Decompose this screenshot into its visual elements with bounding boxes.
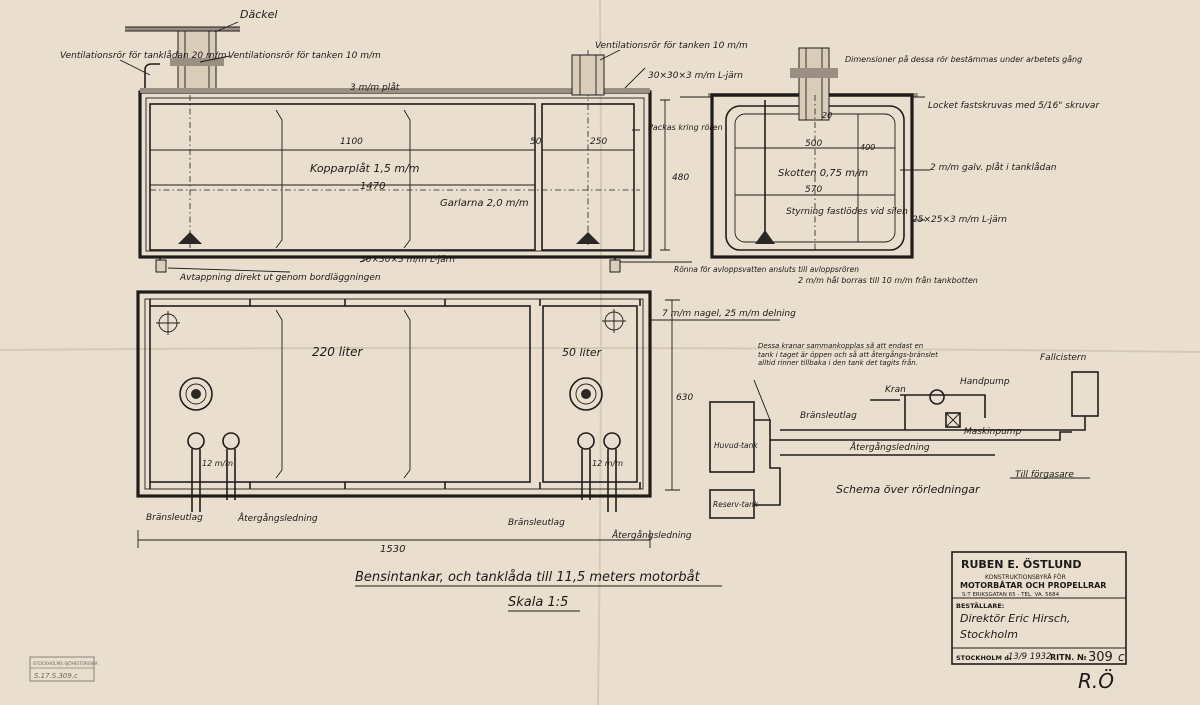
tb-address: S:T ERIKSGATAN 65 - TEL. VA. 5684 (962, 592, 1060, 598)
title-block: RUBEN E. ÖSTLUND KONSTRUKTIONSBYRÅ FÖR M… (951, 551, 1127, 693)
label-galv: 2 m/m galv. plåt i tanklådan (930, 162, 1057, 173)
label-styrning: Styrning fastlödes vid silen (786, 207, 908, 217)
tb-date: 13/9 1932 (1008, 652, 1051, 662)
dim-400: 400 (860, 143, 875, 152)
label-hal: 2 m/m hål borras till 10 m/m från tankbo… (798, 275, 978, 285)
dim-1470: 1470 (360, 181, 385, 192)
label-ljarn-side: 25×25×3 m/m L-järn (912, 215, 1007, 225)
label-reservtank: Reserv-tank (713, 500, 759, 509)
tb-number: 309 (1088, 650, 1113, 665)
label-12mm-right: 12 m/m (592, 459, 623, 468)
tb-firm: RUBEN E. ÖSTLUND (961, 557, 1082, 571)
schema-note-box: Dessa kranar sammankopplas så att endast… (758, 342, 938, 367)
schema-note: Dessa kranar sammankopplas så att endast… (758, 342, 938, 367)
label-deckel: Däckel (240, 8, 277, 21)
side-view (119, 21, 692, 273)
dim-630: 630 (676, 393, 693, 403)
tb-client1: Direktör Eric Hirsch, (960, 612, 1070, 625)
dim-1100: 1100 (340, 137, 363, 147)
label-skotten: Skotten 0,75 m/m (778, 168, 868, 179)
dim-1530: 1530 (380, 544, 405, 555)
label-vent-tank-right: Ventilationsrör för tanken 10 m/m (595, 41, 748, 51)
dim-50: 50 (530, 137, 542, 147)
label-fallcistern: Fallcistern (1040, 353, 1087, 363)
label-avtappning: Avtappning direkt ut genom bordläggninge… (179, 273, 381, 283)
plan-view (136, 290, 780, 548)
dim-20: 20 (822, 111, 832, 120)
tb-bestallare-label: BESTÄLLARE: (956, 601, 1004, 610)
stamp-line1: STOCKHOLMS SJÖHISTORISKA (33, 660, 98, 667)
label-main-title: Bensintankar, och tanklåda till 11,5 met… (355, 570, 701, 585)
label-garlarna: Garlarna 2,0 m/m (440, 198, 529, 209)
label-50-liter: 50 liter (562, 346, 603, 359)
dim-500: 500 (805, 139, 822, 149)
label-vent-lada: Ventilationsrör för tanklådan 20 m/m (60, 50, 227, 61)
label-locket: Locket fastskruvas med 5/16" skruvar (928, 101, 1100, 111)
end-view (680, 47, 930, 259)
label-dimensioner: Dimensioner på dessa rör bestämmas under… (845, 54, 1082, 64)
tb-suffix: c (1118, 650, 1125, 664)
label-atergang-schema: Återgångsledning (849, 441, 930, 453)
label-atergang-right: Återgångsledning (611, 529, 692, 541)
label-schema-title: Schema över rörledningar (836, 483, 981, 496)
label-packas: Packas kring rören (648, 123, 723, 132)
dim-570: 570 (805, 185, 822, 195)
label-kran: Kran (885, 385, 906, 395)
label-nagel: 7 m/m nagel, 25 m/m delning (662, 309, 796, 319)
label-huvudtank: Huvud-tank (714, 441, 758, 450)
label-220-liter: 220 liter (312, 345, 363, 359)
labels: Däckel Ventilationsrör för tanklådan 20 … (60, 8, 1100, 610)
label-ljarn-bottom: 30×30×3 m/m L-järn (360, 255, 455, 265)
tb-city-date-label: STOCKHOLM d. (956, 654, 1011, 662)
dim-480: 480 (672, 173, 689, 183)
tb-line2: MOTORBÅTAR OCH PROPELLRAR (960, 580, 1106, 590)
label-plat3: 3 m/m plåt (350, 82, 400, 93)
label-handpump: Handpump (960, 377, 1010, 387)
label-ronna: Rönna för avloppsvatten ansluts till avl… (674, 265, 859, 274)
label-forgasare: Till förgasare (1015, 470, 1074, 480)
label-12mm-left: 12 m/m (202, 459, 233, 468)
stamp-line2: S.17.S.309.c (34, 672, 78, 680)
tb-ritn-label: RITN. № (1050, 653, 1087, 662)
dim-250: 250 (590, 137, 607, 147)
tb-line1: KONSTRUKTIONSBYRÅ FÖR (985, 574, 1066, 581)
label-bransleutlag-schema: Bränsleutlag (800, 411, 857, 421)
label-bransleutlag-left: Bränsleutlag (146, 513, 203, 523)
piping-schematic (709, 371, 1099, 519)
label-ljarn-top: 30×30×3 m/m L-järn (648, 71, 743, 81)
label-maskinpump: Maskinpump (964, 427, 1022, 437)
archive-stamp: STOCKHOLMS SJÖHISTORISKA S.17.S.309.c (29, 656, 98, 682)
label-vent-tank-left: Ventilationsrör för tanken 10 m/m (228, 51, 381, 61)
tb-client2: Stockholm (960, 628, 1018, 641)
label-bransleutlag-right: Bränsleutlag (508, 518, 565, 528)
label-atergang-left: Återgångsledning (237, 512, 318, 524)
label-koppar: Kopparplåt 1,5 m/m (310, 162, 420, 175)
tb-initials: R.Ö (1078, 669, 1114, 693)
label-skala: Skala 1:5 (508, 595, 568, 610)
